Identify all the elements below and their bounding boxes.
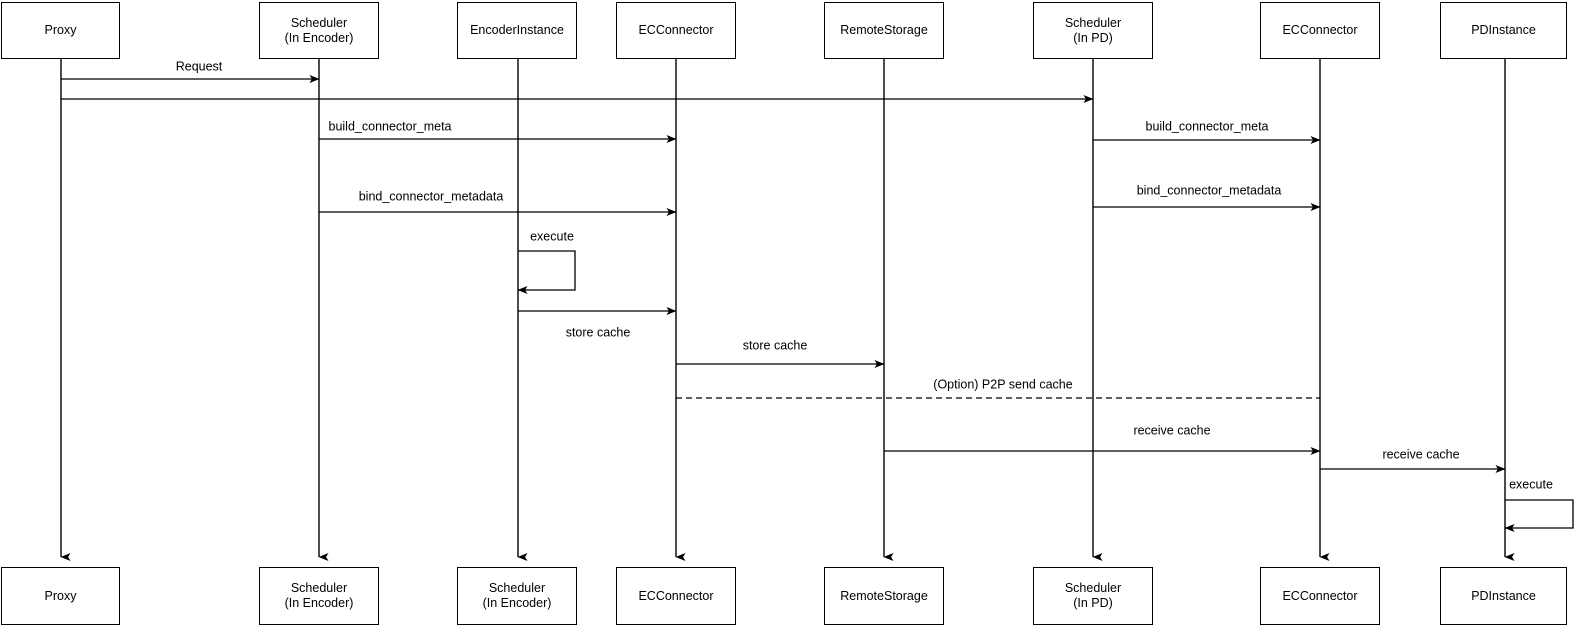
actor-box-top-sched_pd[interactable]: Scheduler(In PD) (1033, 2, 1153, 59)
actor-box-top-label-pd_inst: PDInstance (1471, 23, 1536, 38)
message-arrows (61, 75, 1506, 473)
actor-box-top-label-encoder_inst: EncoderInstance (470, 23, 564, 38)
actor-box-top-label-sched_pd: Scheduler(In PD) (1065, 16, 1121, 46)
actor-box-top-ec_left[interactable]: ECConnector (616, 2, 736, 59)
actor-box-bottom-remote_b[interactable]: RemoteStorage (824, 567, 944, 625)
self-message-s1 (517, 250, 576, 294)
actor-box-top-remote[interactable]: RemoteStorage (824, 2, 944, 59)
message-label-m10: receive cache (1133, 423, 1211, 438)
actor-box-bottom-sched_pd_b[interactable]: Scheduler(In PD) (1033, 567, 1153, 625)
actor-box-bottom-label-sched_enc_b: Scheduler(In Encoder) (285, 581, 354, 611)
actor-label-line1: RemoteStorage (840, 23, 928, 37)
actor-box-top-proxy[interactable]: Proxy (1, 2, 120, 59)
actor-label-line1: Scheduler (290, 581, 348, 595)
actor-label-line1: Scheduler (1064, 15, 1122, 30)
actor-box-bottom-ec_right_b[interactable]: ECConnector (1260, 567, 1380, 625)
actor-box-bottom-label-remote_b: RemoteStorage (840, 589, 928, 604)
message-label-m6: bind_connector_metadata (1136, 183, 1282, 198)
message-label-m4: build_connector_meta (1145, 119, 1269, 134)
message-label-m1: Request (175, 59, 223, 74)
actor-box-bottom-pd_inst_b[interactable]: PDInstance (1440, 567, 1567, 625)
actor-label-line1: ECConnector (1282, 23, 1358, 37)
actor-label-line2: (In Encoder) (284, 596, 354, 610)
actor-box-bottom-label-pd_inst_b: PDInstance (1471, 589, 1536, 604)
actor-box-bottom-label-sched_pd_b: Scheduler(In PD) (1065, 581, 1121, 611)
actor-box-top-label-ec_left: ECConnector (638, 23, 713, 38)
actor-label-line2: (In PD) (1073, 30, 1113, 45)
self-message-label-s1: execute (530, 229, 574, 244)
actor-box-bottom-sched_enc_b[interactable]: Scheduler(In Encoder) (259, 567, 379, 625)
message-label-m8: store cache (742, 338, 808, 353)
actor-box-bottom-proxy_b[interactable]: Proxy (1, 567, 120, 625)
actor-label-line1: PDInstance (1471, 588, 1536, 603)
actor-box-top-pd_inst[interactable]: PDInstance (1440, 2, 1567, 59)
actor-label-line1: Scheduler (488, 581, 546, 595)
lifeline-lines (60, 59, 1515, 561)
actor-label-line1: Proxy (44, 23, 77, 37)
actor-box-top-ec_right[interactable]: ECConnector (1260, 2, 1380, 59)
actor-label-line1: ECConnector (638, 23, 714, 37)
actor-label-line1: EncoderInstance (470, 23, 564, 37)
actor-box-top-sched_enc[interactable]: Scheduler(In Encoder) (259, 2, 379, 59)
actor-box-top-label-proxy: Proxy (45, 23, 77, 38)
actor-box-top-encoder_inst[interactable]: EncoderInstance (457, 2, 577, 59)
actor-label-line1: Proxy (44, 588, 77, 603)
actor-label-line1: ECConnector (638, 588, 714, 603)
message-label-m3: build_connector_meta (328, 119, 452, 134)
actor-box-bottom-label-proxy_b: Proxy (45, 589, 77, 604)
self-message-label-s2: execute (1509, 477, 1553, 492)
message-label-m9: (Option) P2P send cache (933, 377, 1073, 392)
actor-label-line1: PDInstance (1471, 23, 1536, 37)
actor-label-line2: (In PD) (1073, 596, 1113, 610)
actor-label-line2: (In Encoder) (482, 596, 552, 610)
actor-box-top-label-ec_right: ECConnector (1282, 23, 1357, 38)
actor-box-bottom-label-ec_right_b: ECConnector (1282, 589, 1357, 604)
actor-label-line2: (In Encoder) (284, 30, 354, 45)
actor-box-bottom-sched_enc_b2[interactable]: Scheduler(In Encoder) (457, 567, 577, 625)
actor-label-line1: RemoteStorage (840, 588, 928, 603)
actor-box-bottom-ec_left_b[interactable]: ECConnector (616, 567, 736, 625)
message-label-m11: receive cache (1382, 447, 1460, 462)
actor-label-line1: ECConnector (1282, 588, 1358, 603)
actor-box-top-label-remote: RemoteStorage (840, 23, 928, 38)
actor-label-line1: Scheduler (1064, 581, 1122, 595)
message-label-m5: bind_connector_metadata (358, 189, 504, 204)
actor-box-bottom-label-sched_enc_b2: Scheduler(In Encoder) (483, 581, 552, 611)
actor-label-line1: Scheduler (290, 15, 348, 30)
actor-box-top-label-sched_enc: Scheduler(In Encoder) (285, 16, 354, 46)
self-message-s2 (1504, 499, 1574, 532)
actor-box-bottom-label-ec_left_b: ECConnector (638, 589, 713, 604)
message-label-m7: store cache (565, 325, 631, 340)
self-message-loops (517, 250, 1574, 532)
